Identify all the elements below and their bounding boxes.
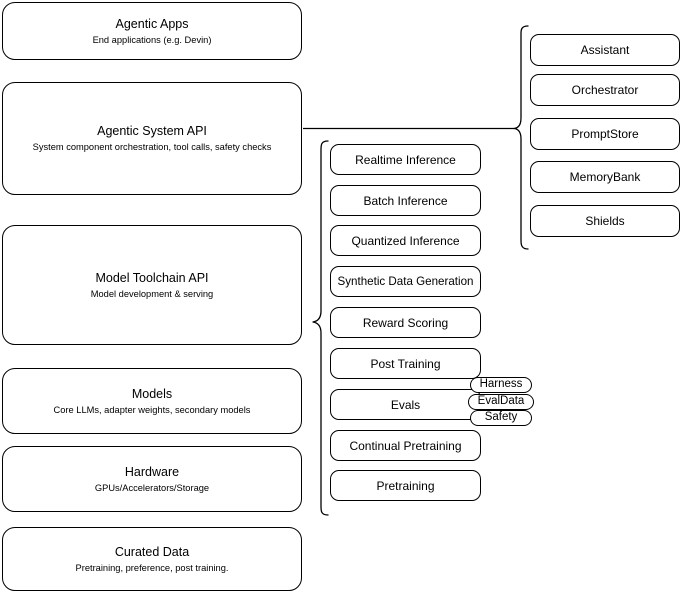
layer-box-agentic-apps[interactable]: Agentic Apps End applications (e.g. Devi… <box>2 2 302 60</box>
toolchain-item-post-training[interactable]: Post Training <box>330 348 481 379</box>
eval-pill-harness[interactable]: Harness <box>470 377 532 393</box>
system-item-memorybank[interactable]: MemoryBank <box>530 161 680 193</box>
system-item-label: Assistant <box>580 43 630 57</box>
layer-subtitle: End applications (e.g. Devin) <box>92 34 212 45</box>
toolchain-item-pretraining[interactable]: Pretraining <box>330 470 481 501</box>
layer-title: Models <box>131 386 173 401</box>
system-item-assistant[interactable]: Assistant <box>530 34 680 66</box>
toolchain-item-reward-scoring[interactable]: Reward Scoring <box>330 307 481 338</box>
layer-subtitle: Pretraining, preference, post training. <box>75 562 229 573</box>
layer-title: Agentic Apps <box>115 16 189 31</box>
system-item-label: MemoryBank <box>569 170 641 184</box>
layer-subtitle: GPUs/Accelerators/Storage <box>94 482 210 493</box>
layer-box-agentic-system-api[interactable]: Agentic System API System component orch… <box>2 82 302 195</box>
eval-pill-safety[interactable]: Safety <box>470 410 532 426</box>
system-item-promptstore[interactable]: PromptStore <box>530 118 680 150</box>
toolchain-item-batch-inference[interactable]: Batch Inference <box>330 185 481 216</box>
toolchain-item-label: Reward Scoring <box>362 315 449 330</box>
system-item-label: Orchestrator <box>571 83 639 97</box>
toolchain-item-synthetic-data-generation[interactable]: Synthetic Data Generation <box>330 266 481 297</box>
system-item-label: PromptStore <box>571 127 639 141</box>
layer-title: Agentic System API <box>97 124 207 138</box>
toolchain-item-label: Synthetic Data Generation <box>337 274 474 288</box>
layer-title: Hardware <box>124 464 180 479</box>
layer-box-curated-data[interactable]: Curated Data Pretraining, preference, po… <box>2 527 302 591</box>
toolchain-item-label: Post Training <box>370 356 441 371</box>
layer-subtitle: Core LLMs, adapter weights, secondary mo… <box>53 404 251 415</box>
toolchain-item-realtime-inference[interactable]: Realtime Inference <box>330 144 481 175</box>
toolchain-item-label: Realtime Inference <box>355 152 456 167</box>
toolchain-item-evals[interactable]: Evals <box>330 389 481 420</box>
toolchain-item-label: Batch Inference <box>363 193 448 208</box>
toolchain-item-label: Continual Pretraining <box>349 438 462 453</box>
layer-box-model-toolchain-api[interactable]: Model Toolchain API Model development & … <box>2 225 302 345</box>
toolchain-item-continual-pretraining[interactable]: Continual Pretraining <box>330 430 481 461</box>
eval-pill-evaldata[interactable]: EvalData <box>468 394 534 410</box>
layer-box-hardware[interactable]: Hardware GPUs/Accelerators/Storage <box>2 446 302 512</box>
layer-title: Model Toolchain API <box>95 270 209 285</box>
system-item-shields[interactable]: Shields <box>530 205 680 237</box>
layer-subtitle: Model development & serving <box>90 288 214 299</box>
toolchain-item-quantized-inference[interactable]: Quantized Inference <box>330 225 481 256</box>
system-item-orchestrator[interactable]: Orchestrator <box>530 74 680 106</box>
layer-title: Curated Data <box>114 544 190 559</box>
system-item-label: Shields <box>585 214 625 228</box>
layer-subtitle: System component orchestration, tool cal… <box>32 142 272 152</box>
layer-box-models[interactable]: Models Core LLMs, adapter weights, secon… <box>2 368 302 434</box>
toolchain-item-label: Pretraining <box>376 478 435 493</box>
toolchain-item-label: Quantized Inference <box>351 233 460 248</box>
toolchain-item-label: Evals <box>390 397 421 412</box>
